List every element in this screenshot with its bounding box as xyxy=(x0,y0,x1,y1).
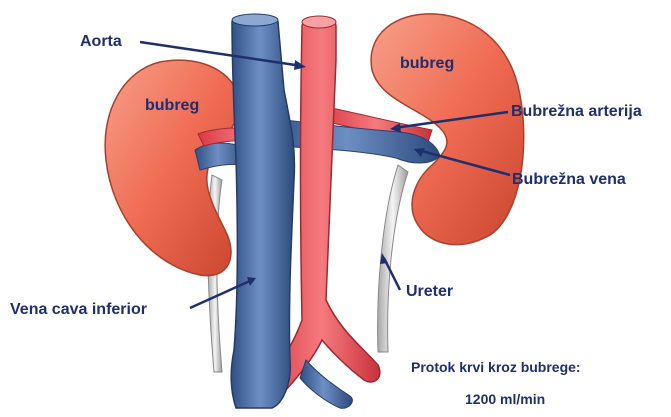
ivc-shape xyxy=(231,16,294,408)
note-blood-flow-line2: 1200 ml/min xyxy=(465,392,545,406)
label-kidney-right: bubreg xyxy=(145,98,199,114)
label-ivc: Vena cava inferior xyxy=(10,302,147,318)
label-aorta: Aorta xyxy=(80,34,122,50)
ivc-lower-branch xyxy=(300,360,352,408)
label-kidney-left: bubreg xyxy=(400,56,454,72)
note-blood-flow-line1: Protok krvi kroz bubrege: xyxy=(411,360,581,374)
label-renal-artery: Bubrežna arterija xyxy=(511,104,642,120)
label-renal-vein: Bubrežna vena xyxy=(512,172,626,188)
kidney-right-shape xyxy=(105,60,239,276)
label-ureter: Ureter xyxy=(406,284,453,300)
